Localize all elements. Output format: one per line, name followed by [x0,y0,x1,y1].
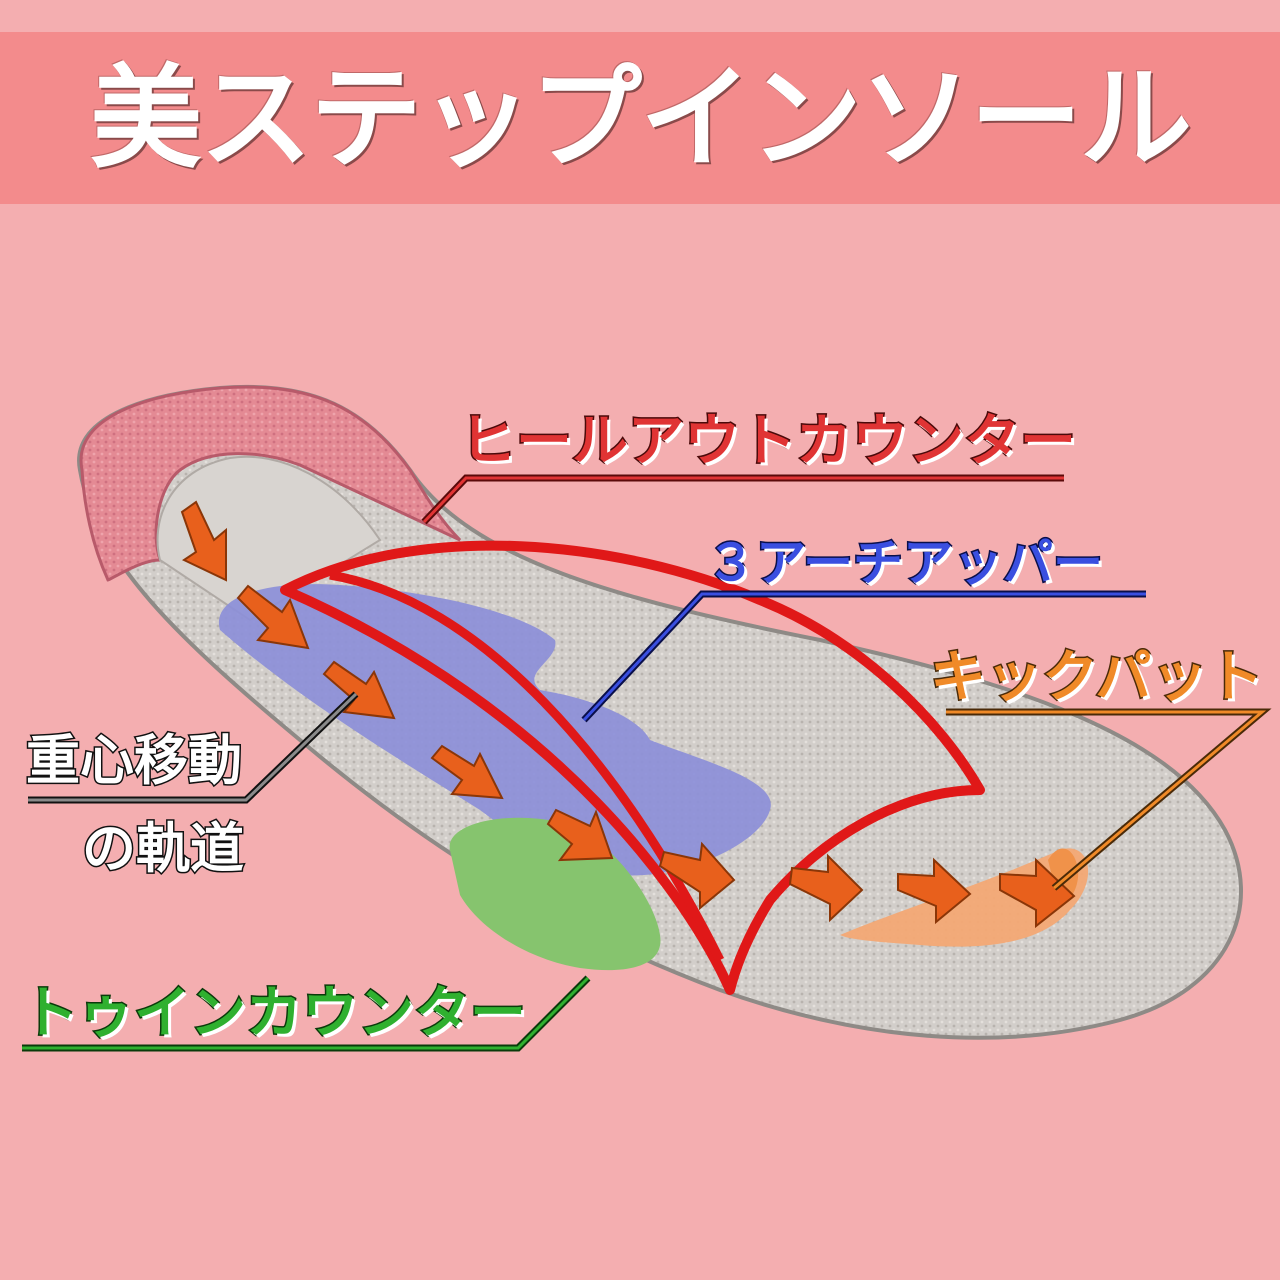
trajectory-arrow [788,853,864,923]
trajectory-arrow [236,584,310,650]
label-toe-in-counter: トゥインカウンター [21,981,528,1046]
arch-outline-outer [280,540,985,995]
trajectory-arrow [430,744,504,800]
trajectory-arrow [999,857,1076,929]
label-three-arch-up: ３アーチアッパー [705,534,1105,592]
toe-in-counter-leader-fill [22,976,590,1050]
page-title: 美ステップインソール [90,54,1192,184]
three-arch-up-leader-fill [582,592,1146,722]
arch-up-region [218,584,771,876]
label-center-of-gravity-line1: 重心移動 [25,729,244,792]
trajectory-arrow [658,841,736,911]
trajectory-arrow [546,808,614,862]
kick-pad-leader-fill [946,710,1267,890]
label-heel-out-counter: ヒールアウトカウンター [459,409,1078,474]
heel-out-counter-leader [421,474,1064,525]
title-band [0,32,1280,204]
heel-out-counter-leader-fill [422,476,1064,524]
label-center-of-gravity-line2: の軌道 [81,817,246,880]
trajectory-arrows [180,500,1076,929]
arch-outline-inner [329,570,725,963]
heel-bed [156,455,382,622]
trajectory-arrow [180,500,227,582]
trajectory-leader-fill [28,692,358,802]
heel-cup [79,385,462,582]
label-kick-pad: キックパット [928,645,1264,710]
trajectory-arrow [897,857,972,925]
